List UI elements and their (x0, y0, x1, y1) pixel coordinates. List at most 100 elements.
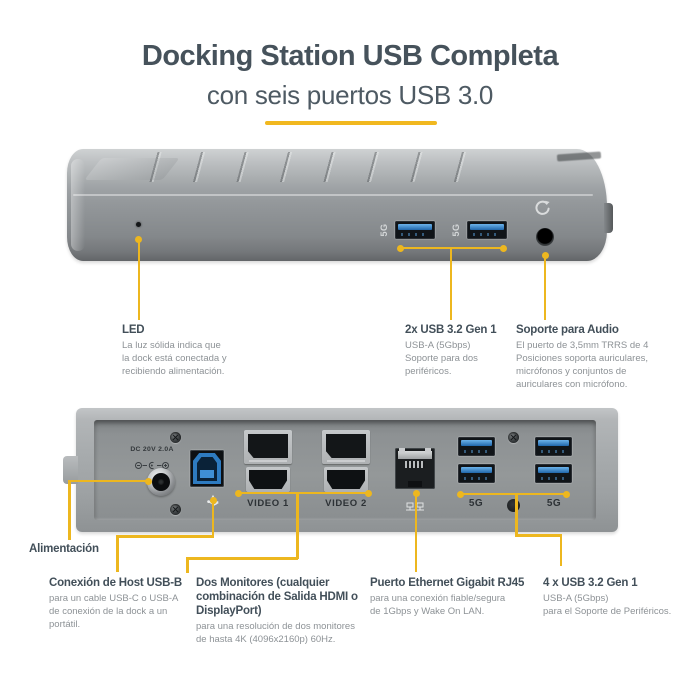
callout-line-usbb-v2 (116, 536, 119, 572)
callout-line-usbb-h (116, 535, 214, 538)
dc-rating-label: DC 20V 2.0A (130, 446, 174, 453)
callout-ethernet: Puerto Ethernet Gigabit RJ45 para una co… (370, 576, 550, 619)
usb-tongue (398, 224, 432, 230)
hdmi-opening (249, 470, 287, 489)
rj45-teeth (405, 461, 425, 468)
dc-polarity-icon (134, 457, 170, 470)
callout-usb-front: 2x USB 3.2 Gen 1 USB-A (5Gbps) Soporte p… (405, 323, 525, 379)
hdmi-opening (327, 470, 365, 489)
side-button (604, 203, 613, 233)
usb-speed-label: 5G (451, 223, 461, 237)
callout-line-video-h2 (186, 557, 298, 560)
callout-audio: Soporte para Audio El puerto de 3,5mm TR… (516, 323, 694, 392)
callout-led-body: La luz sólida indica que la dock está co… (122, 340, 227, 377)
callout-dot-usb-right (499, 244, 507, 252)
headset-icon (534, 200, 550, 216)
callout-dot-ethernet (412, 489, 420, 497)
screw (170, 432, 181, 443)
displayport-port (322, 430, 370, 464)
callout-line-video-v1 (296, 493, 299, 559)
rj45-port (395, 448, 435, 489)
callout-line-power-v (68, 480, 71, 540)
displayport-slot (327, 460, 365, 462)
callout-line-usbhub-h2 (515, 534, 562, 537)
screw (170, 504, 181, 515)
callout-ethernet-body: para una conexión fiable/segura de 1Gbps… (370, 593, 506, 617)
callout-monitors-title: Dos Monitores (cualquier combinación de … (196, 577, 358, 618)
callout-usb-front-title: 2x USB 3.2 Gen 1 (405, 324, 497, 336)
callout-monitors: Dos Monitores (cualquier combinación de … (196, 576, 376, 647)
mount-hole (507, 499, 520, 512)
video2-label: VIDEO 2 (325, 498, 367, 509)
callout-line-usb-vertical (449, 248, 452, 320)
back-panel: DC 20V 2.0A (94, 420, 596, 520)
led-indicator (136, 222, 141, 227)
usb-pins (464, 477, 489, 480)
callout-line-usbhub-v2 (559, 535, 562, 566)
power-jack-pin (158, 479, 164, 485)
usb-pins (541, 477, 566, 480)
callout-line-usbhub-h1 (460, 492, 566, 495)
usb-speed-label: 5G (468, 498, 484, 509)
usb-a-port (535, 464, 572, 483)
displayport-slot (249, 460, 287, 462)
usb-a-port (458, 437, 495, 456)
callout-line-usbb-v1 (211, 500, 214, 537)
usb-a-port (458, 464, 495, 483)
callout-led-title: LED (122, 324, 145, 336)
hdmi-port (324, 467, 368, 492)
callout-usbhub-body: USB-A (5Gbps) para el Soporte de Perifér… (543, 593, 672, 617)
callout-audio-body: El puerto de 3,5mm TRRS de 4 Posiciones … (516, 340, 649, 390)
callout-usbb-title: Conexión de Host USB-B (49, 577, 182, 589)
callout-power-title: Alimentación (29, 543, 99, 555)
callout-line-power-h (69, 479, 148, 482)
usb-tongue (461, 467, 492, 473)
body-crease (73, 194, 593, 196)
displayport-port (244, 430, 292, 464)
dock-front-view: 5G 5G (67, 149, 613, 261)
callout-dot-audio (541, 252, 549, 259)
callout-line-audio (543, 258, 546, 320)
displayport-opening (248, 434, 288, 458)
rj45-clip (425, 448, 431, 453)
usb-tongue (538, 440, 569, 446)
top-vents (142, 152, 494, 182)
callout-line-led (137, 242, 140, 320)
title-underline (265, 121, 437, 125)
rj45-contacts (398, 451, 432, 459)
usb-b-tab (200, 470, 214, 478)
audio-jack (536, 228, 554, 246)
usb-b-port (190, 450, 224, 487)
callout-led: LED La luz sólida indica que la dock est… (122, 323, 252, 379)
callout-line-ethernet (414, 495, 417, 572)
audio-jack-hole (541, 233, 549, 241)
printed-logo (556, 151, 602, 162)
usb-pins (541, 450, 566, 453)
callout-audio-title: Soporte para Audio (516, 324, 619, 336)
usb-a-port (535, 437, 572, 456)
callout-dot-video-right (364, 489, 372, 497)
usb-pins (401, 233, 429, 236)
edge-highlight (71, 159, 85, 251)
chassis-tab (63, 456, 78, 484)
usb-a-port (395, 221, 435, 239)
usb-pins (464, 450, 489, 453)
usb-pins (473, 233, 501, 236)
usb-tongue (470, 224, 504, 230)
power-jack (147, 468, 175, 496)
callout-line-usbhub-v1 (515, 494, 518, 536)
callout-dot-power (144, 477, 152, 485)
rj45-latch (408, 481, 422, 487)
dock-back-view: DC 20V 2.0A (63, 408, 618, 532)
usb-speed-label: 5G (546, 498, 562, 509)
callout-line-video-v2 (186, 558, 189, 573)
usb-tongue (461, 440, 492, 446)
callout-line-video-h1 (238, 491, 368, 494)
callout-ethernet-title: Puerto Ethernet Gigabit RJ45 (370, 577, 525, 589)
page-subtitle: con seis puertos USB 3.0 (206, 80, 494, 110)
screw (508, 432, 519, 443)
callout-line-usb-horizontal (400, 246, 503, 249)
displayport-opening (326, 434, 366, 458)
usb-tongue (538, 467, 569, 473)
